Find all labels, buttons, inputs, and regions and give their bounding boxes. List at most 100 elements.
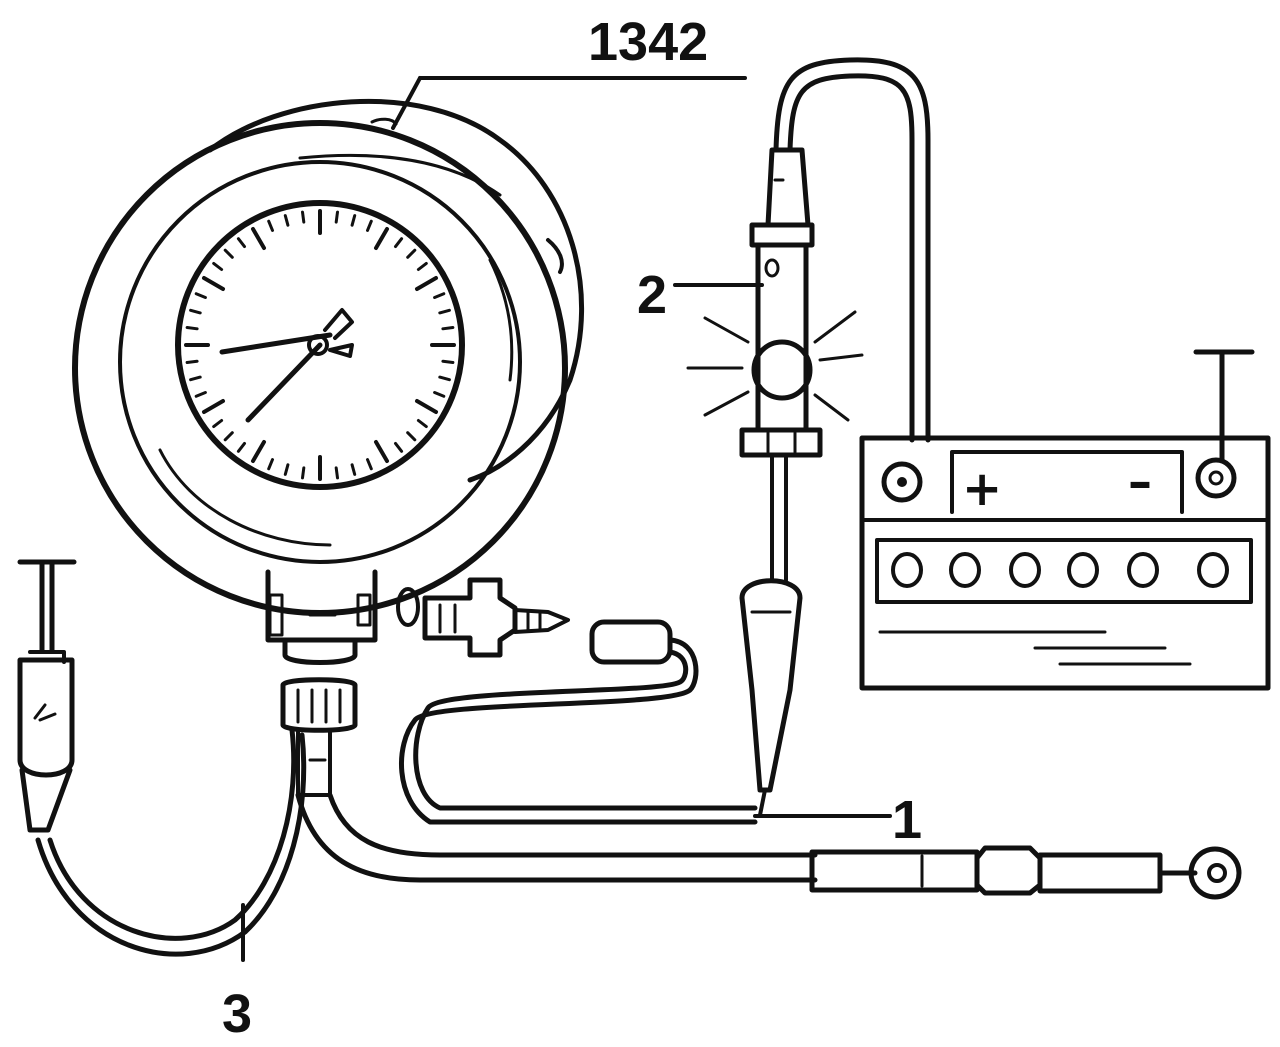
battery-plus-sign: + — [962, 461, 1002, 517]
spark-plug — [396, 577, 570, 658]
adapter-nut — [974, 845, 1043, 896]
pump-barrel — [17, 657, 75, 778]
gauge-needle-tail — [323, 308, 354, 340]
callout-2-label: 2 — [637, 265, 667, 325]
dial-tick — [194, 391, 207, 398]
dial-tick — [441, 326, 455, 331]
hose-3-outer — [47, 727, 297, 941]
dial-tick — [433, 292, 446, 299]
dial-tick — [301, 466, 306, 480]
lamp-window — [764, 258, 780, 278]
dial-tick — [301, 210, 306, 224]
hand-pump — [17, 559, 77, 833]
gauge-needle-tail-2 — [328, 343, 354, 358]
dial-tick — [406, 431, 417, 442]
cell-cap — [1197, 552, 1229, 588]
callout-1-label: 1 — [892, 790, 922, 850]
lower-hose-inner — [327, 792, 818, 858]
dial-tick — [251, 227, 266, 250]
hose-3-inner — [35, 732, 307, 957]
pressure-gauge — [72, 98, 584, 797]
dial-tick — [189, 308, 202, 315]
battery-case — [859, 435, 1271, 691]
gauge-bezel-outer — [72, 120, 568, 616]
lower-hose-outer — [295, 792, 818, 883]
gauge-knurled-nut — [280, 677, 358, 733]
gauge-dial-face — [175, 200, 465, 490]
dial-tick — [334, 466, 339, 480]
lamp-tube — [755, 242, 809, 433]
dial-tick — [406, 248, 417, 259]
dial-tick — [194, 292, 207, 299]
battery-top-recess — [950, 450, 1184, 514]
dial-tick — [366, 458, 373, 471]
dial-tick — [223, 431, 234, 442]
pump-barrel-mark — [33, 703, 57, 722]
hose-to-adapter — [295, 792, 1242, 900]
gauge-housing-back — [207, 98, 584, 483]
gauge-stem-flat-right — [356, 593, 372, 627]
adapter-ring-hole — [1207, 863, 1227, 883]
battery-negative-terminal — [1195, 457, 1237, 499]
dial-tick — [202, 399, 225, 414]
dial-tick — [251, 440, 266, 463]
battery-negative-post — [1208, 470, 1224, 486]
dial-tick — [438, 308, 451, 315]
callout-3-label: 3 — [222, 984, 252, 1044]
ray — [818, 353, 864, 362]
cell-cap — [1127, 552, 1159, 588]
battery-cell-strip — [875, 538, 1253, 604]
gauge-bezel-highlight-bottom — [158, 448, 332, 547]
dial-tick — [283, 214, 290, 227]
ray — [703, 390, 750, 417]
adapter-tip — [1037, 852, 1163, 894]
tool-number-label: 1342 — [588, 12, 708, 72]
lamp-lower-nut — [739, 427, 823, 458]
lamp-clip-tip — [758, 788, 767, 817]
ray — [703, 316, 750, 344]
dial-tick — [374, 227, 389, 250]
gauge-housing-seam — [546, 238, 564, 274]
gauge-dial-ticks — [184, 209, 456, 481]
spark-plug-thread — [513, 608, 570, 634]
wire-1-outer — [399, 637, 758, 825]
lamp-bulb — [751, 339, 813, 401]
battery-positive-post — [897, 477, 907, 487]
adapter-sleeve — [809, 849, 980, 893]
lamp-top-boot — [765, 147, 811, 228]
dial-tick — [236, 441, 246, 453]
ray — [813, 393, 850, 422]
gauge-hose-fitting — [296, 728, 332, 797]
pump-nozzle — [19, 767, 73, 833]
gauge-stem-body — [265, 569, 378, 643]
lamp-alligator-clip — [739, 578, 803, 793]
cell-cap — [949, 552, 981, 588]
test-lamp — [686, 57, 931, 817]
dial-tick — [394, 237, 404, 249]
dial-tick — [212, 261, 224, 271]
cell-cap — [1009, 552, 1041, 588]
dial-tick — [415, 399, 438, 414]
cell-cap — [1067, 552, 1099, 588]
gauge-needle-short — [245, 342, 323, 423]
dial-tick — [334, 210, 339, 224]
dial-tick — [415, 276, 438, 291]
dial-tick — [212, 419, 224, 429]
dial-tick — [236, 237, 246, 249]
ray — [813, 310, 857, 344]
dial-tick — [350, 214, 357, 227]
dial-tick — [416, 419, 428, 429]
wire-1-inner — [413, 649, 758, 811]
gauge-bezel-inner — [118, 160, 522, 564]
gauge-stem-flat-left — [268, 593, 284, 637]
dial-tick — [267, 458, 274, 471]
dial-tick — [202, 276, 225, 291]
cell-cap — [891, 552, 923, 588]
dial-tick — [223, 248, 234, 259]
hose-to-pump — [35, 727, 307, 957]
dial-tick — [438, 375, 451, 382]
gauge-bezel-highlight-right — [488, 258, 514, 382]
gauge-stem-collar — [282, 637, 358, 665]
dial-tick — [189, 375, 202, 382]
